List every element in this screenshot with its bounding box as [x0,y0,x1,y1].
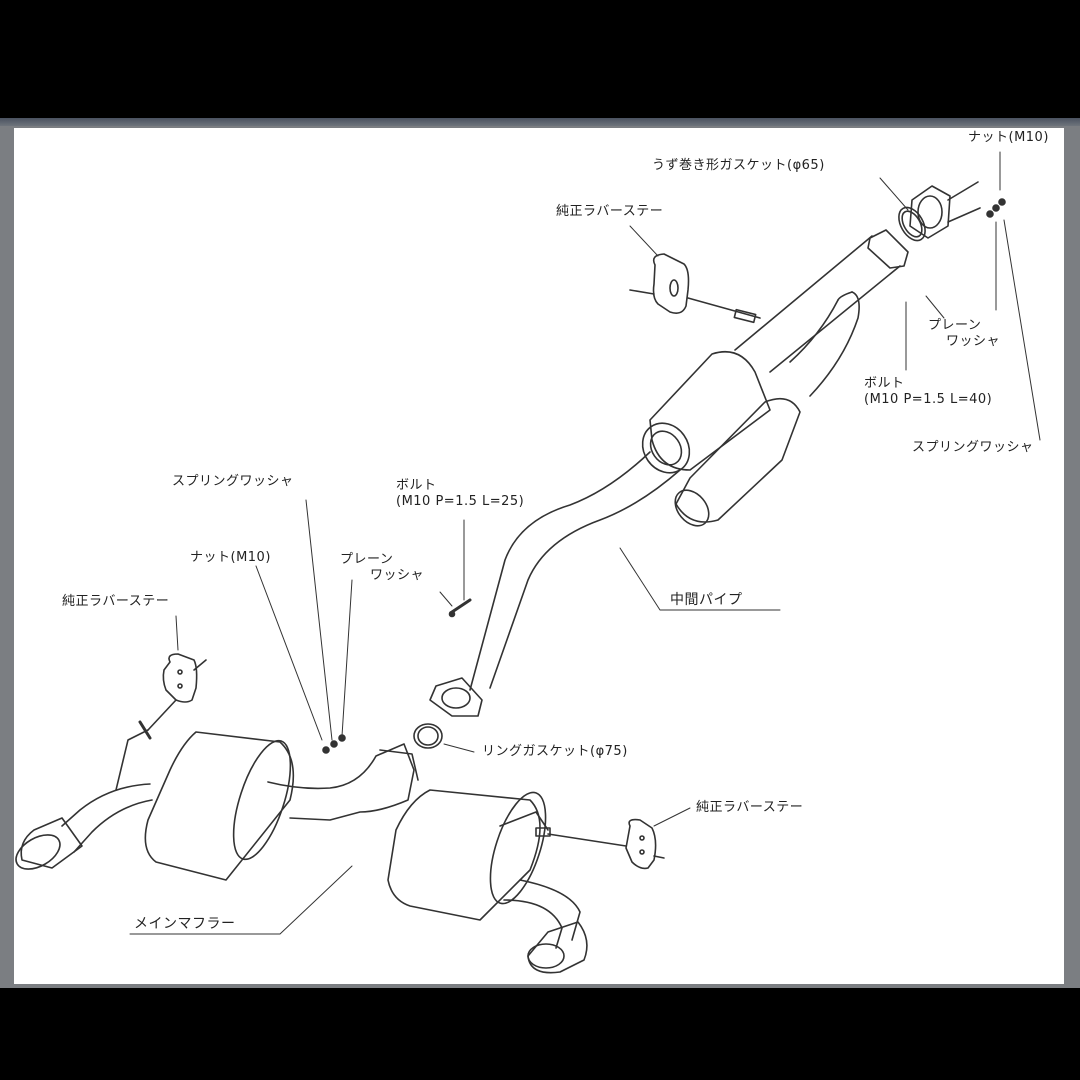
top-fasteners [986,198,1006,218]
front-flange [909,181,981,239]
label-plain-washer-mid: プレーン ワッシャ [340,552,424,584]
left-muffler [144,731,295,881]
label-bolt-top-line1: ボルト [864,376,905,391]
label-bolt-top-line2: (M10 P=1.5 L=40) [864,392,993,407]
right-muffler [387,789,549,921]
right-tailpipe [503,879,588,974]
rubber-stay-left-part [147,653,207,731]
second-resonator [674,397,801,527]
label-plain-washer-top-line1: プレーン [928,318,982,333]
label-plain-washer-mid-line2: ワッシャ [370,568,425,583]
mid-fasteners [322,734,346,754]
left-tailpipe [15,720,153,870]
mid-bolt [448,598,472,618]
label-bolt-mid: ボルト (M10 P=1.5 L=25) [396,478,524,510]
label-rubber-stay-left: 純正ラバーステー [62,594,170,609]
spiral-gasket-part [898,206,926,242]
label-plain-washer-top: プレーン ワッシャ [928,318,1000,350]
label-ring-gasket: リングガスケット(φ75) [482,744,628,759]
rubber-stay-top-part [629,253,761,324]
rubber-stay-right-part [535,818,665,870]
label-mid-pipe: 中間パイプ [670,592,743,608]
ring-gasket-part [413,723,443,749]
label-bolt-mid-line1: ボルト [396,478,437,493]
label-spring-washer-top: スプリングワッシャ [912,440,1034,455]
label-plain-washer-mid-line1: プレーン [340,552,394,567]
mid-pipe-upper [734,235,901,373]
mid-pipe-front-flange [867,229,909,269]
label-nut-top: ナット(M10) [968,130,1049,145]
label-rubber-stay-right: 純正ラバーステー [696,800,804,815]
label-spring-washer-mid: スプリングワッシャ [172,474,294,489]
label-spiral-gasket: うず巻き形ガスケット(φ65) [652,158,825,173]
mid-pipe-s-bend [469,451,681,691]
resonator [641,350,771,474]
frame-top-edge [0,118,1080,126]
cross-pipe [267,743,419,821]
label-bolt-top: ボルト (M10 P=1.5 L=40) [864,376,992,408]
leader-lines [129,151,1041,935]
label-nut-mid: ナット(M10) [190,550,271,565]
label-plain-washer-top-line2: ワッシャ [946,334,1001,349]
label-main-muffler: メインマフラー [134,916,236,932]
branch-pipe [789,291,860,397]
label-rubber-stay-top: 純正ラバーステー [556,204,664,219]
mid-flange [429,677,483,717]
label-bolt-mid-line2: (M10 P=1.5 L=25) [396,494,525,509]
